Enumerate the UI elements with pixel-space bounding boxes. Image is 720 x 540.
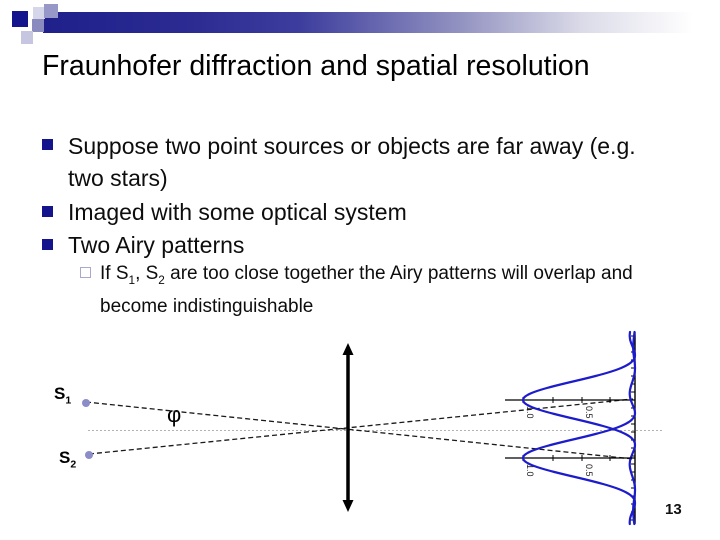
bullet-square-icon [42, 239, 53, 250]
lens-arrow-head-top [342, 343, 354, 355]
header-square-icon [32, 19, 44, 32]
header-square-icon [33, 7, 45, 19]
source-1-dot [82, 399, 90, 407]
bullet-1-line-1: Suppose two point sources or objects are… [68, 133, 636, 159]
bullet-square-icon [42, 206, 53, 217]
header-square-icon [12, 11, 28, 27]
sub-bullet-square-icon [80, 267, 91, 278]
page-number: 13 [665, 501, 682, 518]
header-square-icon [21, 31, 33, 44]
bullet-1-line-2: two stars) [68, 165, 168, 191]
header-square-icon [44, 4, 58, 18]
sub-bullet-line-1: If S1, S2 are too close together the Air… [100, 263, 633, 287]
bullet-3: Two Airy patterns [68, 232, 245, 258]
ray-dashed-line [88, 398, 634, 455]
bullet-square-icon [42, 139, 53, 150]
sub-bullet-line-2: become indistinguishable [100, 295, 314, 317]
sub-bullet: If S1, S2 are too close together the Air… [100, 261, 700, 320]
source-2-label: S2 [59, 448, 77, 471]
intensity-tick-label: 1.0 [525, 406, 535, 419]
intensity-tick-label: 0.5 [584, 406, 594, 419]
header-gradient-bar [43, 12, 720, 33]
source-1-label: S1 [54, 384, 72, 407]
intensity-tick-label: 0.5 [584, 464, 594, 477]
angle-phi-label: φ [167, 402, 182, 427]
ray-dashed-line [85, 401, 634, 460]
page-title: Fraunhofer diffraction and spatial resol… [42, 50, 590, 82]
airy-pattern-curve [521, 330, 637, 526]
intensity-tick-label: 1.0 [525, 464, 535, 477]
source-2-dot [85, 451, 93, 459]
lens-arrow-head-bottom [342, 500, 354, 512]
bullet-2: Imaged with some optical system [68, 199, 407, 225]
airy-pattern-curve [521, 330, 637, 526]
bullet-1: Suppose two point sources or objects are… [68, 130, 683, 194]
